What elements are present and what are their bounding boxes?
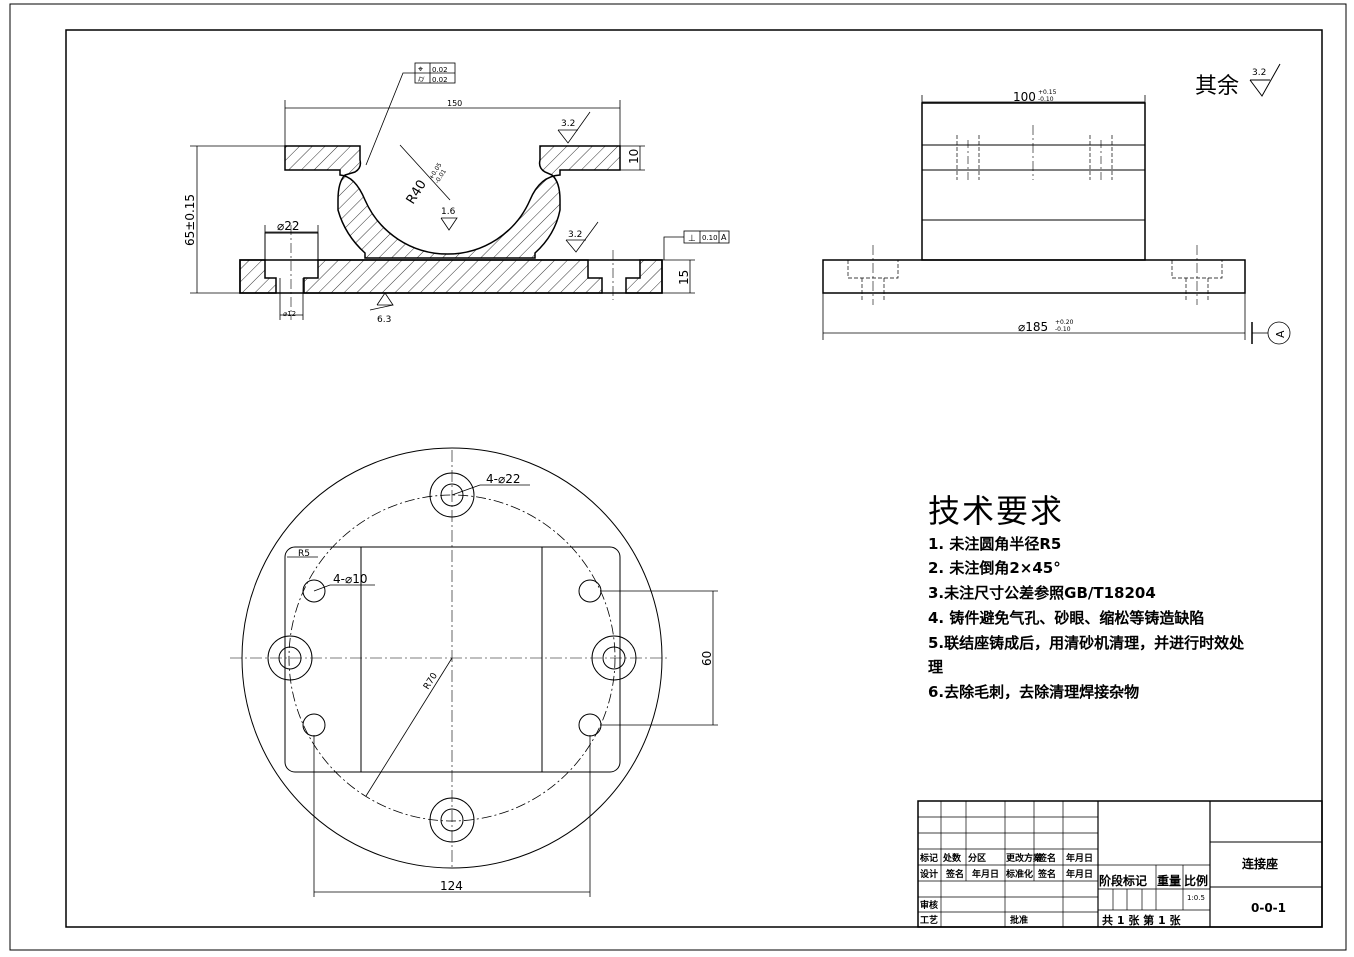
large-holes-label: 4-⌀22 [486, 472, 520, 486]
front-view: 150 65±0.15 10 15 ⌀22 ⌀12 R40 +0.05 -0.0… [183, 62, 730, 325]
svg-text:分区: 分区 [968, 852, 986, 864]
roughness-base: 3.2 [565, 221, 599, 253]
general-roughness-value: 3.2 [1252, 68, 1266, 78]
svg-text:设计: 设计 [920, 868, 938, 880]
side-width-dim: 100 [1013, 90, 1036, 104]
base-diameter-dim: ⌀185 [1018, 320, 1048, 334]
top-view: 4-⌀22 4-⌀10 R5 R70 60 124 [230, 447, 718, 897]
svg-text:工艺: 工艺 [920, 914, 938, 926]
tech-requirement-4: 4. 铸件避免气孔、砂眼、缩松等铸造缺陷 [928, 609, 1205, 627]
svg-text:⊥: ⊥ [688, 234, 696, 244]
base-section-mid [303, 259, 603, 294]
fcf-perpendicularity: ⊥ 0.10 A [663, 230, 730, 260]
radius-dim: R40 [404, 177, 430, 207]
horizontal-spacing-dim: 124 [440, 879, 463, 893]
hole-dim: ⌀12 [283, 310, 296, 318]
fcf-position-cylindricity: ⌖ 0.02 ⌭ 0.02 [365, 62, 456, 166]
upper-section [284, 145, 621, 259]
base-thickness-dim: 15 [677, 270, 691, 285]
title-block-text: 标记 处数 分区 更改方案 签名 年月日 设计 签名 年月日 标准化 签名 年月… [919, 852, 1286, 927]
svg-text:⌖: ⌖ [418, 65, 423, 75]
tech-requirements-title: 技术要求 [928, 492, 1065, 530]
roughness-arc: 1.6 [440, 207, 458, 231]
svg-text:更改方案: 更改方案 [1006, 852, 1043, 864]
svg-text:年月日: 年月日 [1066, 852, 1093, 864]
front-height-dim: 65±0.15 [183, 194, 197, 246]
svg-text:0.02: 0.02 [432, 76, 448, 84]
flange-thickness-dim: 10 [627, 149, 641, 164]
base-section-right [625, 259, 663, 294]
inner-border [65, 29, 1323, 928]
svg-text:1.6: 1.6 [441, 207, 456, 217]
side-view: 100 +0.15 -0.10 ⌀185 +0.20 -0.10 A [822, 89, 1291, 345]
svg-text:0.10: 0.10 [702, 234, 718, 242]
roughness-top: 3.2 [557, 111, 591, 144]
title-block [917, 800, 1323, 928]
small-holes-label: 4-⌀10 [333, 572, 367, 586]
tech-requirement-1: 1. 未注圆角半径R5 [928, 535, 1062, 553]
svg-text:标记: 标记 [919, 852, 938, 864]
svg-text:⌭: ⌭ [418, 75, 425, 85]
svg-text:6.3: 6.3 [377, 315, 391, 325]
svg-text:A: A [721, 233, 727, 242]
side-width-tol-upper: +0.15 [1038, 89, 1057, 96]
base-tol-lower: -0.10 [1055, 326, 1071, 333]
tech-requirement-5-cont: 理 [928, 658, 944, 676]
fillet-label: R5 [298, 549, 310, 559]
base-section-left [239, 259, 277, 294]
scale-value: 1:0.5 [1187, 894, 1205, 902]
general-roughness-note: 其余 3.2 [1195, 63, 1281, 99]
svg-text:阶段标记: 阶段标记 [1099, 873, 1147, 888]
svg-text:比例: 比例 [1184, 873, 1208, 888]
vertical-spacing-dim: 60 [700, 651, 714, 666]
holes-large [267, 472, 637, 843]
tech-requirement-6: 6.去除毛刺，去除清理焊接杂物 [928, 683, 1140, 701]
outer-border [9, 3, 1347, 951]
counterbore-dim: ⌀22 [277, 219, 300, 233]
svg-text:标准化: 标准化 [1005, 868, 1033, 880]
base-tol-upper: +0.20 [1055, 319, 1074, 326]
general-roughness-label: 其余 [1195, 74, 1239, 99]
tech-requirement-3: 3.未注尺寸公差参照GB/T18204 [928, 584, 1156, 602]
side-width-tol-lower: -0.10 [1038, 96, 1054, 103]
svg-text:审核: 审核 [920, 899, 938, 911]
svg-text:0.02: 0.02 [432, 66, 448, 74]
tech-requirement-5: 5.联结座铸成后，用清砂机清理，并进行时效处 [928, 634, 1245, 652]
sheet-info: 共 1 张 第 1 张 [1102, 913, 1181, 927]
svg-text:签名: 签名 [1037, 852, 1056, 864]
tech-requirement-2: 2. 未注倒角2×45° [928, 559, 1061, 577]
part-name: 连接座 [1242, 856, 1278, 871]
svg-text:3.2: 3.2 [561, 119, 575, 129]
svg-text:3.2: 3.2 [568, 230, 582, 240]
svg-text:年月日: 年月日 [1066, 868, 1093, 880]
svg-text:签名: 签名 [945, 868, 964, 880]
svg-text:重量: 重量 [1157, 873, 1181, 888]
drawing-number: 0-0-1 [1251, 901, 1286, 915]
svg-text:年月日: 年月日 [972, 868, 999, 880]
roughness-bottom: 6.3 [369, 292, 394, 325]
svg-text:处数: 处数 [942, 852, 962, 864]
datum-a-label: A [1274, 330, 1287, 338]
front-width-dim: 150 [447, 99, 462, 108]
svg-text:批准: 批准 [1010, 914, 1028, 926]
svg-text:签名: 签名 [1037, 868, 1056, 880]
